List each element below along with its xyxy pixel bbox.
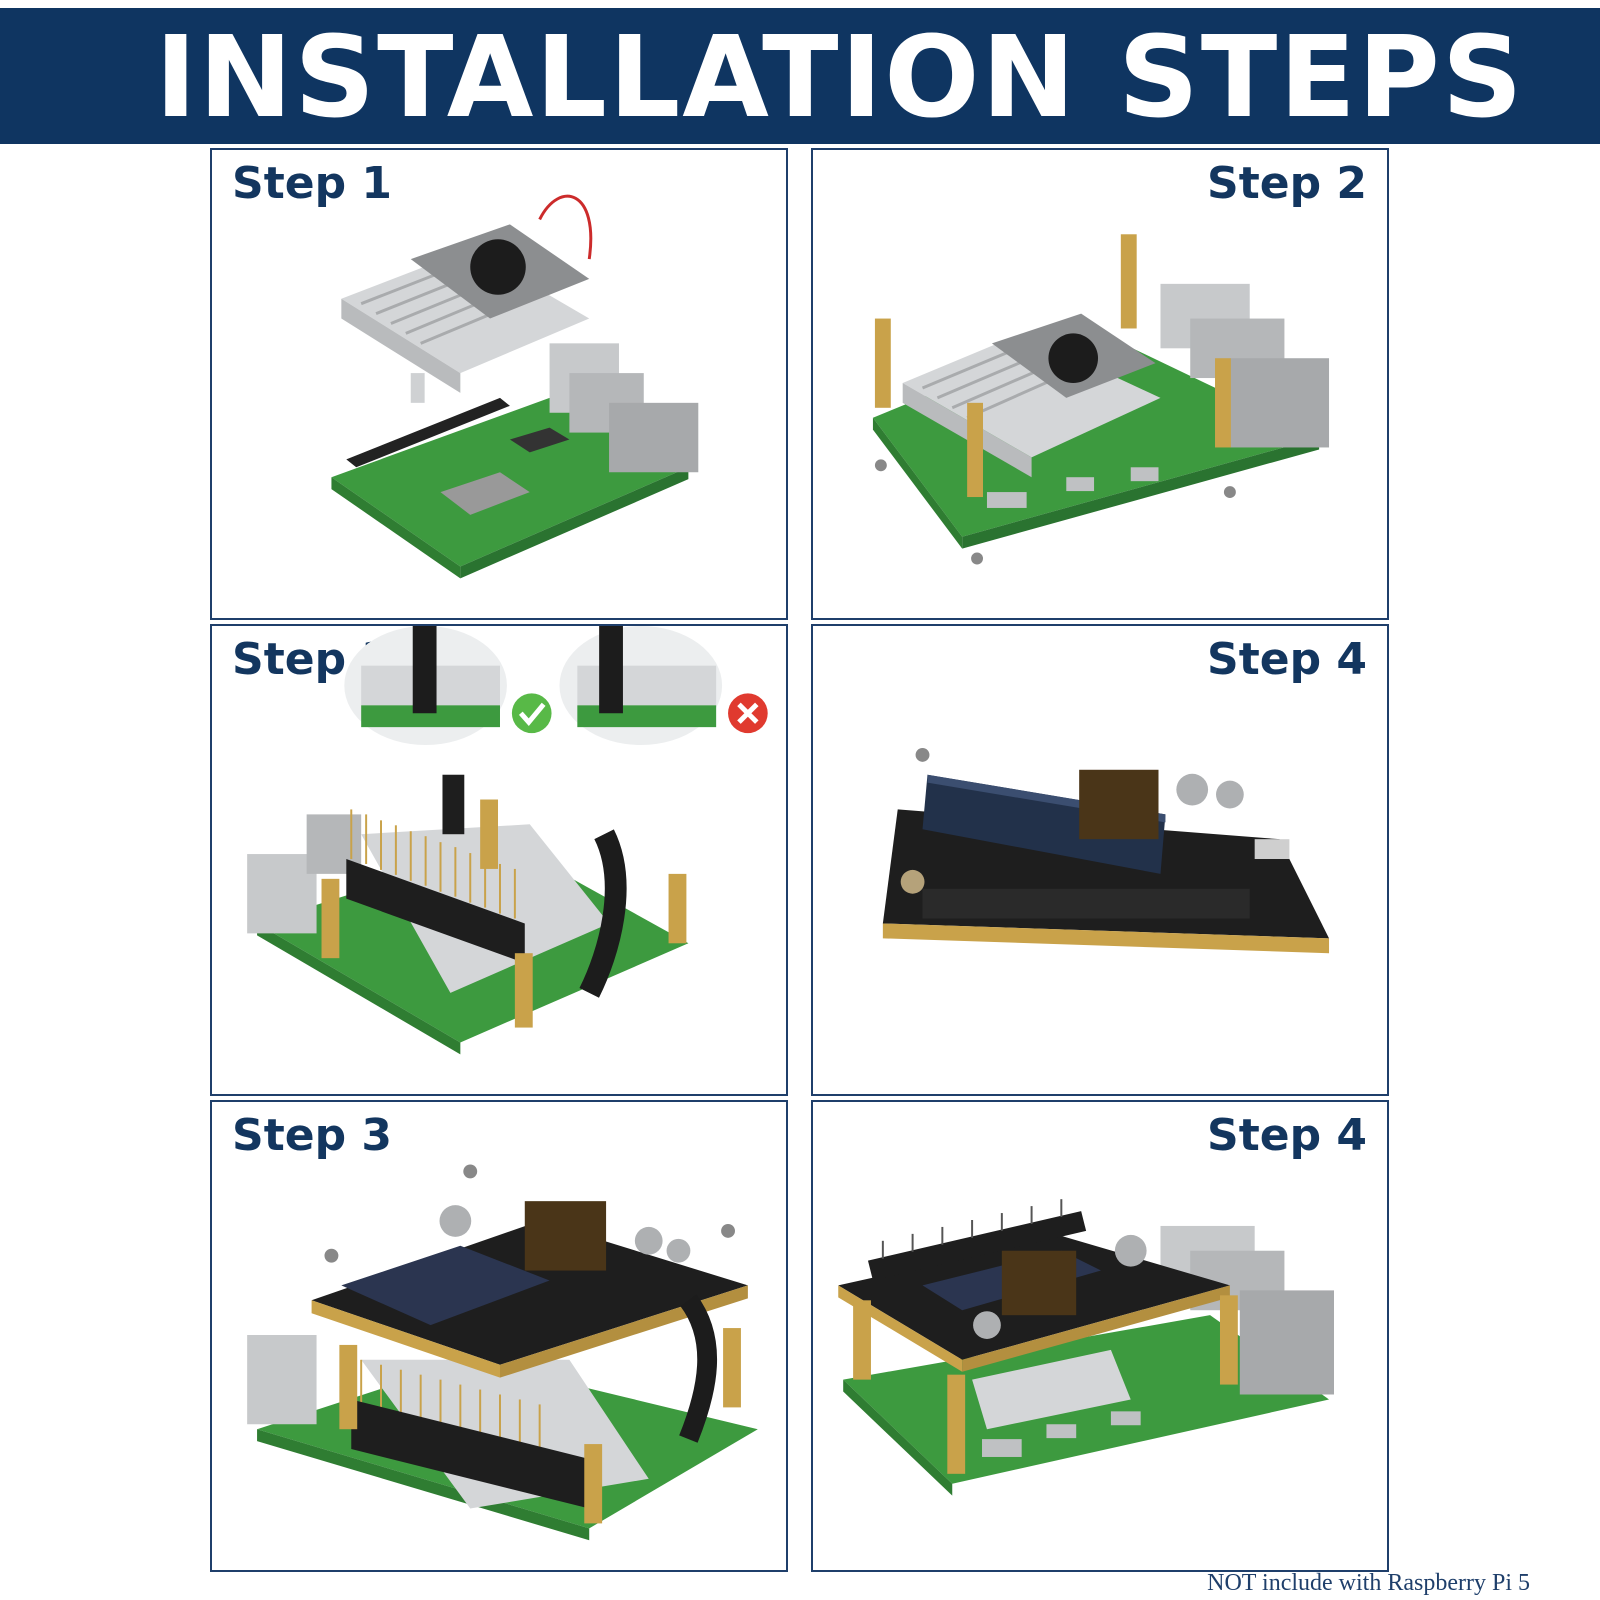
step-4-panel-upper: Step 4 xyxy=(811,624,1389,1096)
footer-note: NOT include with Raspberry Pi 5 xyxy=(1207,1570,1530,1596)
page-title: INSTALLATION STEPS xyxy=(155,13,1525,143)
step-label: Step 1 xyxy=(232,158,392,209)
completed-assembly-image xyxy=(838,1199,1334,1496)
cooler-mounted-with-standoffs-image xyxy=(872,234,1330,565)
step-3-panel-upper: Step 3 xyxy=(210,624,788,1096)
step-3-panel-lower: Step 3 xyxy=(210,1100,788,1572)
ssd-installed-on-hat-image xyxy=(882,747,1330,954)
hat-stacked-on-pi-image xyxy=(247,1164,758,1541)
step-4-panel-lower: Step 4 xyxy=(811,1100,1389,1572)
step-2-panel: Step 2 xyxy=(811,148,1389,620)
step-1-panel: Step 1 xyxy=(210,148,788,620)
step-label: Step 4 xyxy=(1207,634,1367,685)
step-label: Step 3 xyxy=(232,1110,392,1161)
raspberry-pi-with-active-cooler-image xyxy=(331,194,699,579)
step-label: Step 2 xyxy=(1207,158,1367,209)
x-icon xyxy=(728,693,768,734)
step-label: Step 4 xyxy=(1207,1110,1367,1161)
ffc-cable-orientation-image xyxy=(247,626,768,1055)
header-banner: INSTALLATION STEPS xyxy=(0,8,1600,144)
check-icon xyxy=(511,693,552,734)
